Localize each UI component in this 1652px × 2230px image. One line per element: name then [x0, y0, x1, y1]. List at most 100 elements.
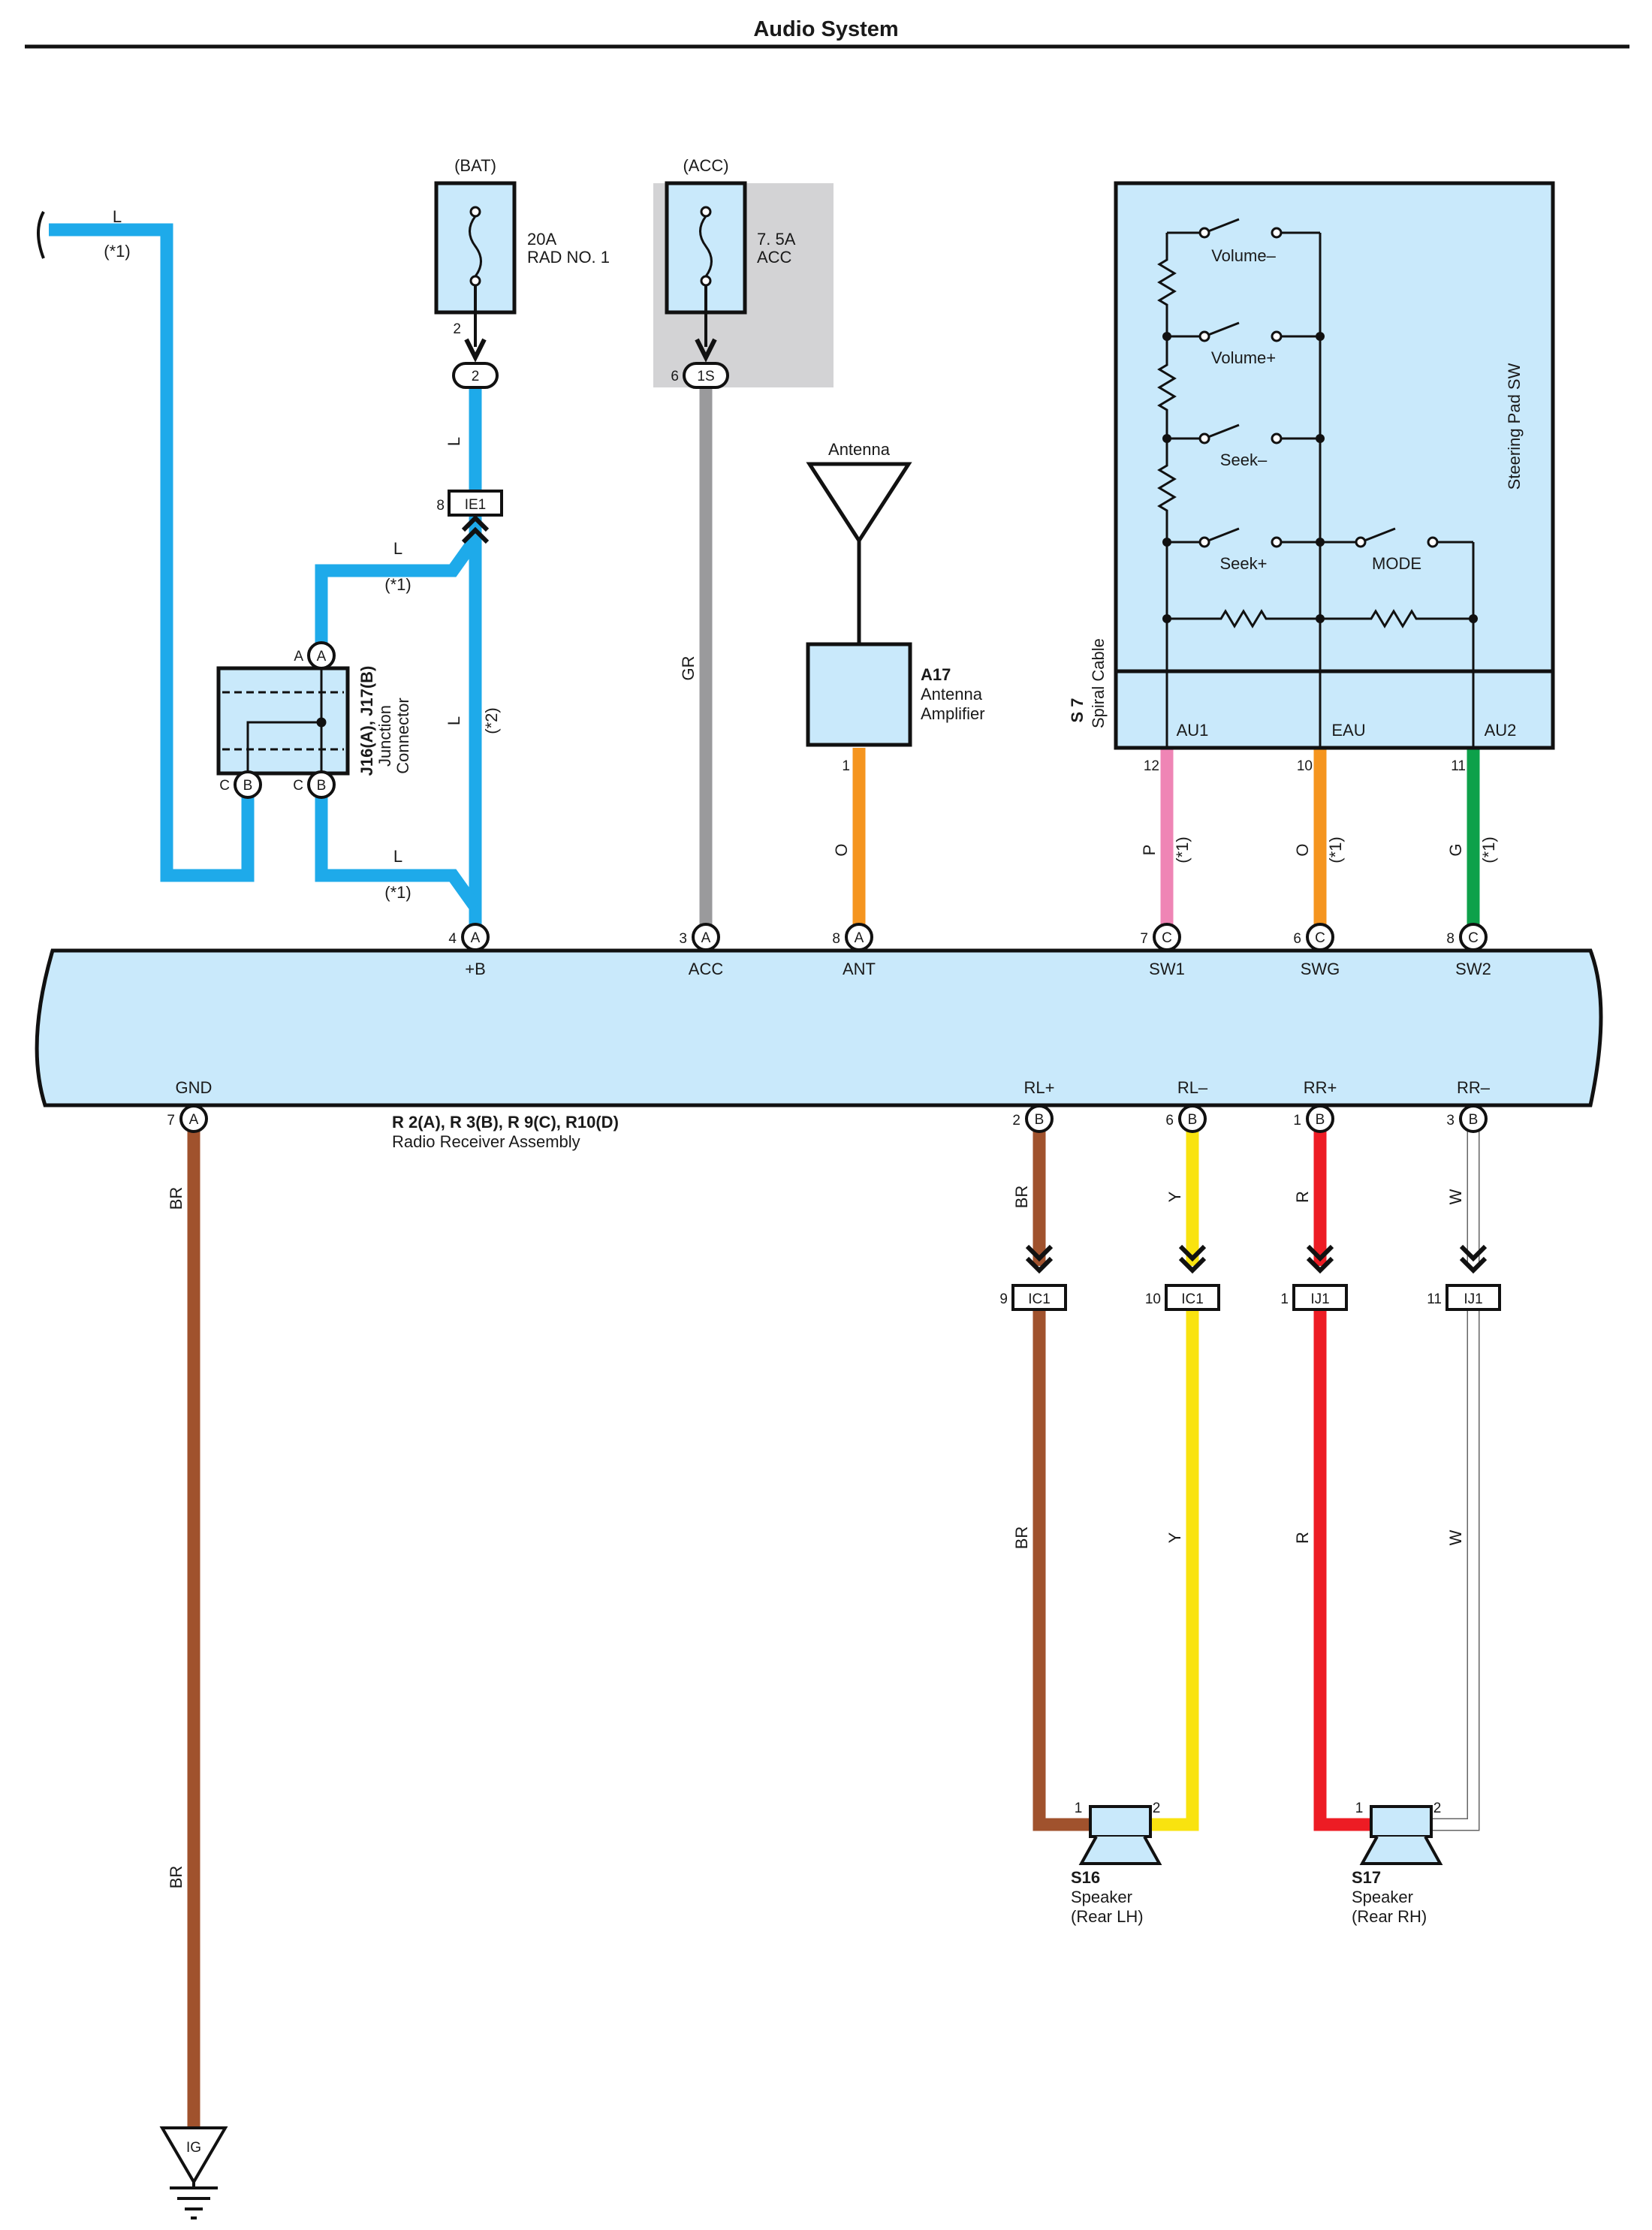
fuse-acc-name: ACC [757, 248, 792, 267]
antenna-icon [806, 462, 912, 644]
label-note1-sw1: (*1) [1173, 836, 1192, 863]
junction-desc1: Junction [375, 705, 394, 767]
fuse-bat-name: RAD NO. 1 [527, 248, 610, 267]
speaker-lh-id: S16 [1071, 1868, 1100, 1887]
junction-pin-a-label: A [317, 649, 327, 664]
switch-seek-minus: Seek– [1220, 451, 1268, 469]
term-rlminus-num: 6 [1165, 1113, 1174, 1129]
wire-blue-upper-branch [315, 535, 481, 655]
term-plusb-conn: A [471, 930, 481, 946]
label-br-rl-upper: BR [1012, 1186, 1031, 1209]
speaker-rh-pin2: 2 [1433, 1801, 1442, 1816]
term-rlminus-conn: B [1188, 1112, 1198, 1128]
ie1-arrow-icon [461, 514, 490, 544]
radio-receiver-body [35, 948, 1603, 1107]
steering-contacts [1198, 227, 1439, 548]
junction-pin-c-right: C [293, 778, 303, 794]
label-o-swg: O [1293, 843, 1312, 856]
connector-ic1-a-num: 9 [999, 1291, 1008, 1307]
ie1-connector [448, 490, 503, 517]
wire-blue-group [49, 223, 482, 936]
term-plusb-label: +B [465, 960, 486, 978]
spiral-cable-id: S 7 [1068, 698, 1087, 722]
steering-junction-dots [1162, 332, 1478, 623]
connector-ij1-b-label: IJ1 [1464, 1291, 1482, 1307]
switch-volume-minus: Volume– [1211, 246, 1276, 265]
amplifier-name2: Amplifier [921, 704, 985, 723]
label-r-rr-lower: R [1293, 1532, 1312, 1544]
terminal-eau: EAU [1331, 721, 1365, 740]
receiver-top-terminals [461, 923, 1488, 951]
terminal-au2: AU2 [1485, 721, 1517, 740]
speaker-rh-name: Speaker [1352, 1888, 1413, 1906]
term-rrplus-num: 1 [1293, 1113, 1301, 1129]
receiver-name: Radio Receiver Assembly [392, 1132, 580, 1151]
speaker-lh-name: Speaker [1071, 1888, 1132, 1906]
junction-pin-c-left: C [219, 778, 230, 794]
fuse-acc-arrow-icon [695, 338, 717, 363]
fuse-bat-connector-label: 2 [472, 369, 480, 384]
term-sw2-label: SW2 [1455, 960, 1491, 978]
switch-volume-plus: Volume+ [1211, 348, 1276, 367]
label-l-lower-branch: L [393, 847, 402, 866]
speaker-rh-id: S17 [1352, 1868, 1381, 1887]
term-acc-conn: A [701, 930, 711, 946]
receiver-bottom-terminals [179, 1104, 1488, 1133]
fuse-acc-pin: 6 [671, 369, 679, 384]
fuse-bat-pin: 2 [453, 321, 461, 337]
fuse-acc-icon [699, 206, 713, 287]
fuse-acc-connector [683, 362, 729, 389]
term-rlplus-conn: B [1035, 1112, 1045, 1128]
junction-pin-b-left-label: B [243, 778, 253, 794]
inline-connector-arrows [1025, 1244, 1488, 1274]
wire-red-rr-plus [1313, 1123, 1377, 1831]
label-br-gnd-upper: BR [167, 1187, 185, 1210]
label-l-top: L [113, 207, 122, 226]
label-note1-lower-branch: (*1) [384, 883, 411, 902]
receiver-ids: R 2(A), R 3(B), R 9(C), R10(D) [392, 1113, 619, 1132]
junction-pin-b-right-label: B [317, 778, 327, 794]
wire-yellow-rl-minus [1145, 1123, 1199, 1831]
fuse-acc-source: (ACC) [683, 156, 728, 175]
term-rrplus-label: RR+ [1304, 1078, 1337, 1097]
junction-pin-b-right [307, 770, 336, 799]
term-ant-label: ANT [843, 960, 876, 978]
connector-ij1-b [1446, 1284, 1501, 1311]
speaker-lh-pos: (Rear LH) [1071, 1907, 1144, 1926]
fuse-bat-source: (BAT) [454, 156, 496, 175]
ground-icon [159, 2126, 228, 2219]
term-sw1-label: SW1 [1149, 960, 1185, 978]
speaker-rear-rh-icon [1359, 1805, 1443, 1865]
term-plusb-num: 4 [448, 931, 457, 947]
label-y-rl-lower: Y [1165, 1532, 1184, 1543]
ground-label: IG [186, 2140, 201, 2156]
steering-pin-swg: 10 [1297, 758, 1313, 774]
label-p: P [1140, 845, 1159, 856]
term-sw1-conn: C [1162, 930, 1172, 946]
term-gnd-num: 7 [167, 1113, 175, 1129]
junction-pin-a [307, 641, 336, 670]
antenna-label: Antenna [828, 440, 891, 459]
fuse-bat-rating: 20A [527, 230, 556, 249]
term-gnd-conn: A [189, 1112, 199, 1128]
speaker-lh-pin2: 2 [1153, 1801, 1161, 1816]
term-rlminus-label: RL– [1177, 1078, 1208, 1097]
connector-ij1-a [1292, 1284, 1348, 1311]
label-r-rr-upper: R [1293, 1191, 1312, 1203]
label-note1-upper-branch: (*1) [384, 575, 411, 594]
term-rrminus-conn: B [1469, 1112, 1479, 1128]
connector-ic1-b [1165, 1284, 1220, 1311]
term-rlplus-label: RL+ [1024, 1078, 1055, 1097]
connector-ic1-a-label: IC1 [1028, 1291, 1051, 1307]
term-sw2-conn: C [1468, 930, 1479, 946]
term-rrminus-label: RR– [1457, 1078, 1491, 1097]
label-gr: GR [679, 656, 698, 681]
junction-desc2: Connector [393, 698, 412, 774]
wire-brown-rl-plus [1032, 1123, 1096, 1831]
ie1-label: IE1 [465, 497, 487, 513]
term-rrminus-num: 3 [1446, 1113, 1455, 1129]
junction-pin-a-side: A [294, 649, 303, 664]
wire-white-rr-minus [1426, 1123, 1480, 1831]
fuse-acc-connector-label: 1S [697, 369, 714, 384]
steering-title: Steering Pad SW [1505, 363, 1524, 490]
